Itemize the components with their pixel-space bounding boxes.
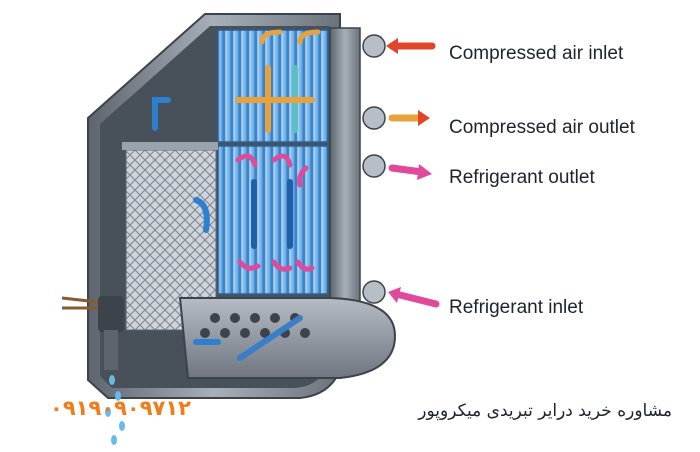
separator-shelf	[122, 142, 218, 150]
arrow-refrigerant-inlet	[392, 290, 440, 308]
label-compressed-air-inlet: Compressed air inlet	[449, 43, 624, 64]
header-manifold	[329, 27, 361, 311]
air-flow-arrows	[152, 65, 315, 361]
arrow-refrigerant-outlet	[388, 164, 426, 176]
phone-number: ۰۹۱۹۰۹۰۹۷۱۲	[50, 396, 191, 420]
label-refrigerant-inlet: Refrigerant inlet	[449, 297, 584, 318]
consultation-caption: مشاوره خرید درایر تبریدی میکروپور	[418, 401, 672, 421]
water-drops	[105, 375, 125, 445]
port-air-outlet	[362, 106, 386, 130]
port-refrigerant-inlet	[362, 280, 386, 304]
top-air-arrows	[259, 29, 321, 45]
label-compressed-air-outlet: Compressed air outlet	[449, 117, 635, 138]
port-refrigerant-outlet	[362, 154, 386, 178]
drain-pipe	[104, 330, 118, 370]
evaporator-coil	[217, 145, 329, 295]
drain-wire	[61, 296, 99, 310]
condensate-tray	[178, 297, 397, 379]
refrigerant-flow-arrows	[235, 153, 315, 272]
air-to-air-exchanger	[217, 29, 329, 143]
port-air-inlet	[362, 34, 386, 58]
label-refrigerant-outlet: Refrigerant outlet	[449, 167, 595, 188]
drain-body	[98, 296, 124, 332]
tray-holes	[200, 313, 310, 338]
